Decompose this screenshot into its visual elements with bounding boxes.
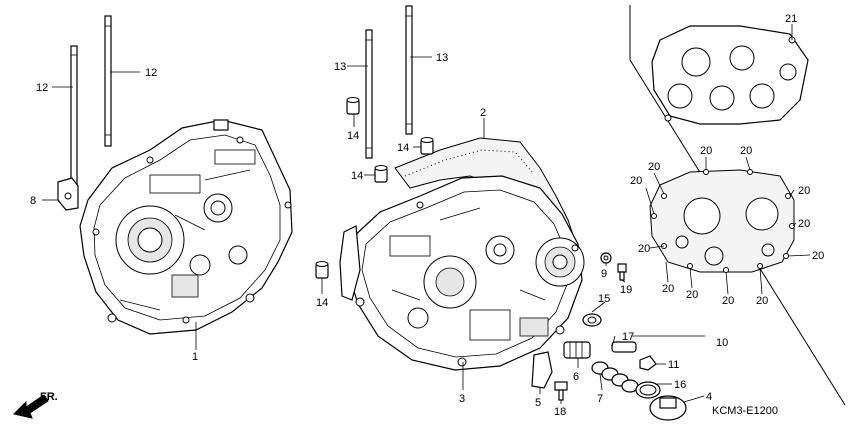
dowel-pin-14d[interactable] [315,261,329,279]
seal-15[interactable] [582,313,602,327]
callout-19: 19 [620,284,632,296]
bolt-19[interactable] [617,263,627,281]
callout-15: 15 [598,293,610,305]
spring-7[interactable] [591,361,639,393]
callouts: 12 12 8 1 13 13 14 14 14 14 2 3 9 19 15 … [30,13,824,418]
dowel-pin-14a[interactable] [346,97,360,115]
stud-bolt-13-right[interactable] [405,5,413,135]
right-crankcase[interactable] [339,175,585,371]
callout-20-j: 20 [686,289,698,301]
plunger-17[interactable] [611,341,637,353]
callout-16: 16 [674,379,686,391]
callout-20-i: 20 [662,283,674,295]
callout-20-l: 20 [756,295,768,307]
callout-20-d: 20 [630,175,642,187]
callout-20-e: 20 [798,185,810,197]
dowel-pin-14c[interactable] [374,165,388,183]
bolt-18[interactable] [554,381,568,401]
callout-3: 3 [459,393,465,405]
callout-20-c: 20 [648,161,660,173]
shaft-6[interactable] [563,341,591,359]
callout-11: 11 [668,359,679,371]
stud-bolt-12-right[interactable] [104,15,112,147]
callout-20-k: 20 [722,295,734,307]
callout-17: 17 [622,331,634,343]
callout-14a: 14 [347,130,359,142]
callout-7: 7 [597,393,603,405]
callout-20-a: 20 [700,145,712,157]
callout-10: 10 [716,337,728,349]
o-ring-16[interactable] [635,381,661,399]
bracket-5[interactable] [531,351,553,389]
callout-13-left: 13 [334,61,346,73]
leader-lines [42,24,793,404]
callout-20-g: 20 [812,250,824,262]
case-gasket-20[interactable] [649,169,795,273]
case-cover-21[interactable] [651,25,809,125]
inset-leader-lines [645,156,811,295]
callout-13-right: 13 [436,52,448,64]
callout-6: 6 [573,371,579,383]
left-crankcase[interactable] [79,119,293,335]
callout-14c: 14 [351,170,363,182]
front-direction-arrow: FR. [13,391,58,419]
callout-2: 2 [480,107,486,119]
callout-12-left: 12 [36,82,48,94]
dowel-pin-14b[interactable] [420,137,434,155]
stud-bolt-12-left[interactable] [70,45,78,197]
callout-4: 4 [706,391,712,403]
callout-1: 1 [192,351,198,363]
callout-14d: 14 [316,297,328,309]
callout-12-right: 12 [145,67,157,79]
callout-18: 18 [554,406,566,418]
callout-20-b: 20 [740,145,752,157]
callout-9: 9 [601,268,607,280]
stud-bolt-13-left[interactable] [365,29,373,159]
callout-5: 5 [535,397,541,409]
cap-plug-4[interactable] [649,395,687,421]
callout-14b: 14 [397,142,409,154]
washer-11[interactable] [639,355,657,371]
direction-label: FR. [40,391,58,403]
callout-8: 8 [30,195,36,207]
callout-21: 21 [785,13,797,25]
callout-20-h: 20 [638,243,650,255]
diagram-code: KCM3-E1200 [712,405,778,417]
callout-20-f: 20 [798,218,810,230]
bracket-8[interactable] [57,177,79,211]
bolt-9[interactable] [600,252,612,264]
